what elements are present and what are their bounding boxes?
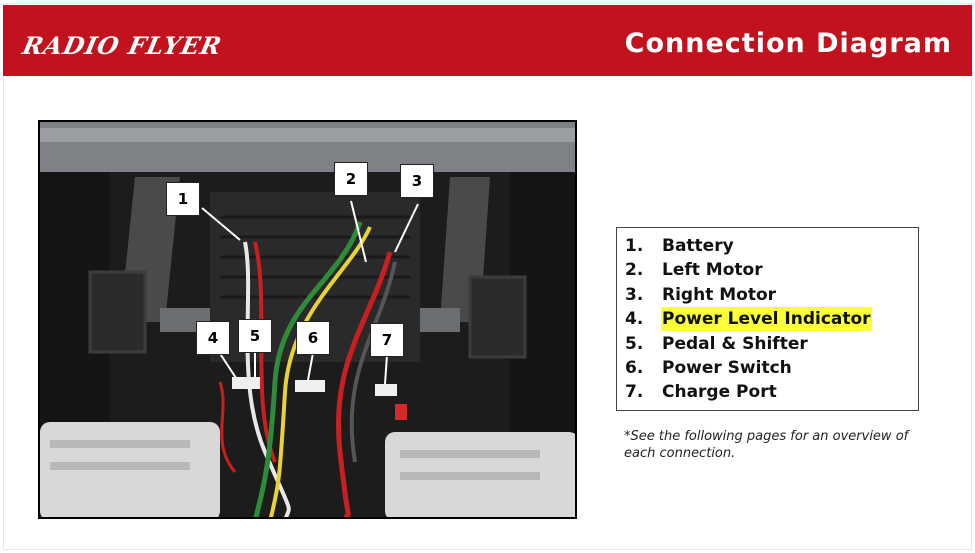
legend-number: 6. <box>625 357 644 378</box>
legend-item: 4. Power Level Indicator <box>625 307 872 332</box>
legend-number: 1. <box>625 236 644 256</box>
wiring-photo-illustration <box>40 122 575 517</box>
legend-label: Charge Port <box>662 382 777 403</box>
callout-5: 5 <box>238 319 272 353</box>
page-title: Connection Diagram <box>624 28 952 59</box>
logo-text: RADIO FLYER <box>19 31 225 60</box>
wiring-photo: 1 2 3 4 5 6 7 <box>38 120 577 519</box>
callout-7: 7 <box>370 323 404 357</box>
legend-box: 1. Battery 2. Left Motor 3. Right Motor 4. P… <box>616 227 919 411</box>
legend-number: 5. <box>625 333 644 354</box>
callout-4: 4 <box>196 321 230 355</box>
legend-list: 1. Battery 2. Left Motor 3. Right Motor 4. P… <box>625 234 872 405</box>
legend-label: Pedal & Shifter <box>662 333 808 354</box>
legend-number: 3. <box>625 284 644 305</box>
legend-item: 7. Charge Port <box>625 380 872 404</box>
radio-flyer-logo: RADIO FLYER <box>19 31 313 61</box>
legend-label: Power Switch <box>662 357 792 378</box>
legend-label: Left Motor <box>662 260 763 281</box>
legend-item: 2. Left Motor <box>625 258 872 282</box>
callout-3: 3 <box>400 164 434 198</box>
legend-item: 1. Battery <box>625 234 872 258</box>
legend-label: Battery <box>662 236 734 256</box>
legend-number: 7. <box>625 382 644 403</box>
legend-item: 3. Right Motor <box>625 283 872 307</box>
callout-1: 1 <box>166 182 200 216</box>
footnote: *See the following pages for an overview… <box>624 429 909 461</box>
legend-item: 5. Pedal & Shifter <box>625 332 872 356</box>
callout-2: 2 <box>334 162 368 196</box>
legend-number: 2. <box>625 260 644 281</box>
legend-number: 4. <box>625 309 644 330</box>
callout-6: 6 <box>296 321 330 355</box>
header-bar: RADIO FLYER Connection Diagram <box>3 5 972 76</box>
legend-item: 6. Power Switch <box>625 356 872 380</box>
legend-label-highlighted: Power Level Indicator <box>661 307 872 332</box>
legend-label: Right Motor <box>662 284 777 305</box>
